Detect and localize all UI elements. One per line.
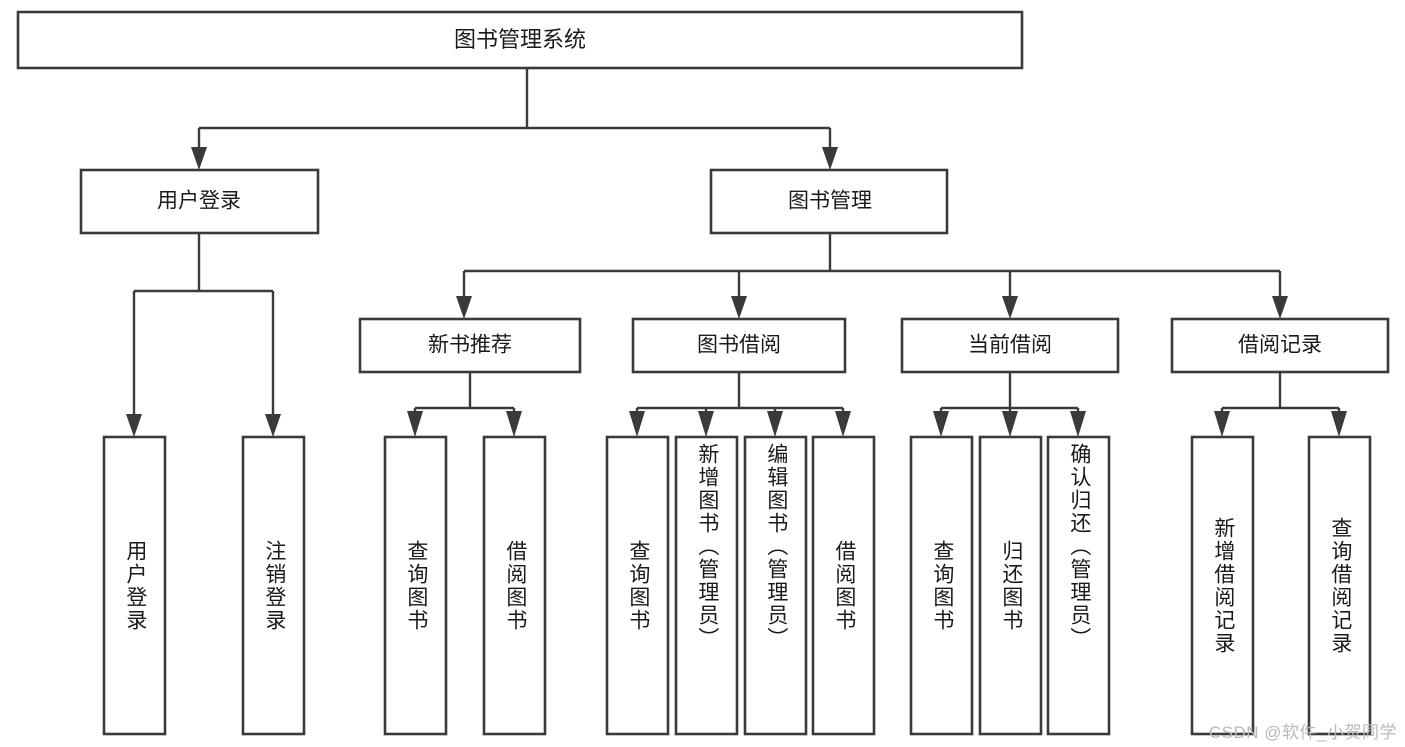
node-leaf-user-login[interactable] xyxy=(102,435,167,736)
arrow-head-current-borrow xyxy=(1002,296,1018,319)
label-root: 图书管理系统 xyxy=(454,27,586,52)
node-leaf-query-book-3[interactable] xyxy=(909,435,974,736)
node-leaf-borrow-book-2[interactable] xyxy=(811,435,876,736)
label-book-borrow: 图书借阅 xyxy=(697,334,781,357)
arrow-head-leaf-user-login xyxy=(126,414,142,437)
arrow-head-leaf-borrow-book-2 xyxy=(835,411,851,437)
node-leaf-add-record[interactable] xyxy=(1190,435,1255,736)
label-user-login: 用户登录 xyxy=(157,190,241,213)
arrow-head-leaf-query-book-2 xyxy=(629,411,645,437)
node-leaf-add-book[interactable] xyxy=(674,435,739,736)
node-user-login[interactable] xyxy=(79,168,320,235)
node-leaf-return-book[interactable] xyxy=(978,435,1043,736)
arrow-head-book-borrow xyxy=(731,296,747,319)
node-leaf-query-book-2[interactable] xyxy=(605,435,670,736)
watermark-text: CSDN @软件_小贺同学 xyxy=(1208,723,1397,742)
node-root[interactable] xyxy=(16,10,1024,70)
connector-group-borrowrecord-to-leaves xyxy=(1214,372,1347,437)
connector-group-root-to-level2 xyxy=(191,68,838,170)
connector-group-bookborrow-to-leaves xyxy=(629,372,851,437)
arrow-head-borrow-record xyxy=(1272,296,1288,319)
node-current-borrow[interactable] xyxy=(900,317,1120,374)
label-current-borrow: 当前借阅 xyxy=(968,334,1052,357)
arrow-head-leaf-confirm-return xyxy=(1070,411,1086,437)
arrow-head-leaf-query-book-3 xyxy=(933,411,949,437)
label-book-management: 图书管理 xyxy=(788,190,872,213)
label-new-book-recommend: 新书推荐 xyxy=(428,334,512,357)
arrow-head-leaf-edit-book xyxy=(767,411,783,437)
node-leaf-query-record[interactable] xyxy=(1307,435,1372,736)
arrow-head-leaf-query-book-1 xyxy=(407,411,423,437)
arrow-head-leaf-add-record xyxy=(1214,411,1230,437)
node-new-book-recommend[interactable] xyxy=(358,317,582,374)
connector-group-bookmgmt-to-level3 xyxy=(456,233,1288,319)
connector-group-userlogin-to-leaves xyxy=(126,233,281,437)
connector-group-currentborrow-to-leaves xyxy=(933,372,1086,437)
node-leaf-query-book-1[interactable] xyxy=(383,435,448,736)
node-leaf-confirm-return[interactable] xyxy=(1046,435,1111,736)
arrow-head-leaf-query-record xyxy=(1331,411,1347,437)
node-leaf-edit-book[interactable] xyxy=(743,435,808,736)
node-borrow-record[interactable] xyxy=(1170,317,1390,374)
arrow-head-user-login xyxy=(191,147,207,170)
node-book-borrow[interactable] xyxy=(631,317,847,374)
arrow-head-new-book-recommend xyxy=(456,296,472,319)
node-book-management[interactable] xyxy=(709,168,949,235)
arrow-head-leaf-add-book xyxy=(698,411,714,437)
connector-group-newbook-to-leaves xyxy=(407,372,522,437)
node-leaf-logout[interactable] xyxy=(241,435,306,736)
arrow-head-leaf-borrow-book-1 xyxy=(506,411,522,437)
arrow-head-leaf-return-book xyxy=(1002,411,1018,437)
arrow-head-leaf-logout xyxy=(265,414,281,437)
arrow-head-book-management xyxy=(822,147,838,170)
node-leaf-borrow-book-1[interactable] xyxy=(482,435,547,736)
label-borrow-record: 借阅记录 xyxy=(1238,334,1322,357)
